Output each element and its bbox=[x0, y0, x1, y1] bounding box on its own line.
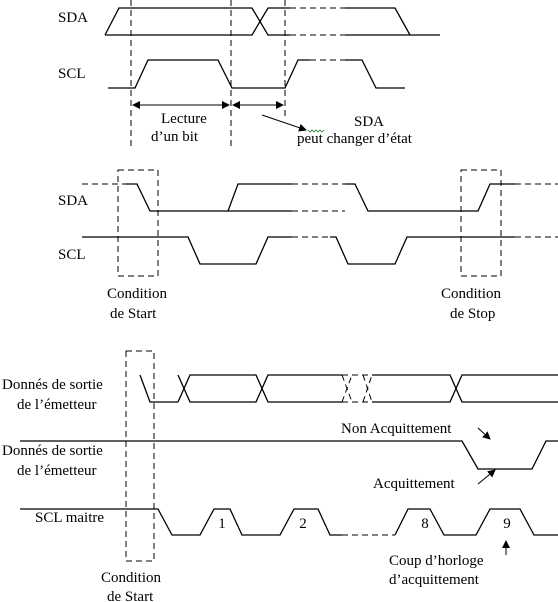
lecture-label-line2: d’un bit bbox=[151, 129, 199, 145]
receiver-label-line2: de l’émetteur bbox=[17, 463, 97, 479]
stop-label-line1: Condition bbox=[441, 286, 502, 302]
clock-number-2: 2 bbox=[299, 516, 307, 532]
change-pointer-arrow bbox=[261, 114, 307, 132]
ack-label: Acquittement bbox=[373, 476, 455, 492]
emitter-bus-high bbox=[177, 374, 342, 403]
clock-number-1: 1 bbox=[218, 516, 226, 532]
start-condition-box bbox=[117, 169, 159, 277]
start-label-line1: Condition bbox=[101, 570, 162, 586]
clock-number-8: 8 bbox=[421, 516, 429, 532]
emitter-bus-low bbox=[177, 374, 342, 403]
spellcheck-underline bbox=[307, 129, 325, 133]
emitter-label-line2: de l’émetteur bbox=[17, 397, 97, 413]
non-ack-label: Non Acquittement bbox=[341, 421, 452, 437]
receiver-wave bbox=[20, 440, 558, 470]
stop-condition-box bbox=[460, 169, 502, 277]
emitter-wave-start bbox=[139, 374, 178, 403]
ack-clock-label-line2: d’acquittement bbox=[389, 572, 480, 588]
emitter-dashed-cross-d bbox=[362, 374, 373, 403]
emitter-dashed-cross-b bbox=[341, 374, 353, 403]
scl-wave bbox=[82, 236, 292, 265]
sda-end-high bbox=[345, 7, 411, 36]
diagram-acknowledge: Donnés de sortie de l’émetteur Donnés de… bbox=[2, 350, 558, 602]
sda-label: SDA bbox=[58, 10, 88, 26]
emitter-bus-low-2 bbox=[372, 374, 558, 403]
diagram-start-stop: SDA SCL Condition de Start Condition de … bbox=[58, 169, 558, 322]
ack-pointer bbox=[477, 469, 496, 485]
scl-master-wave bbox=[20, 508, 342, 536]
scl-wave-end bbox=[345, 59, 405, 89]
sda-wave bbox=[125, 183, 292, 212]
emitter-bus-high-2 bbox=[372, 374, 558, 403]
scl-master-label: SCL maitre bbox=[35, 510, 104, 526]
sda-low-line bbox=[105, 7, 290, 36]
change-label-line1: SDA bbox=[354, 114, 384, 130]
diagram-bit-read: SDA SCL Lecture d’un bit SDA peut change… bbox=[58, 0, 440, 148]
stop-label-line2: de Stop bbox=[450, 306, 495, 322]
non-ack-pointer bbox=[477, 427, 491, 440]
ack-clock-label-line1: Coup d’horloge bbox=[389, 553, 484, 569]
start-label-line2: de Start bbox=[110, 306, 157, 322]
sda-wave-mid bbox=[345, 183, 515, 212]
change-label-line2: peut changer d’état bbox=[297, 131, 413, 147]
clock-number-9: 9 bbox=[503, 516, 511, 532]
lecture-label-line1: Lecture bbox=[161, 111, 207, 127]
scl-label: SCL bbox=[58, 247, 86, 263]
start-label-line2: de Start bbox=[107, 589, 154, 602]
emitter-label-line1: Donnés de sortie bbox=[2, 377, 103, 393]
scl-wave-mid bbox=[330, 236, 515, 265]
sda-high-line bbox=[104, 7, 290, 36]
start-condition-box bbox=[125, 350, 155, 562]
start-label-line1: Condition bbox=[107, 286, 168, 302]
sda-label: SDA bbox=[58, 193, 88, 209]
receiver-label-line1: Donnés de sortie bbox=[2, 443, 103, 459]
scl-wave bbox=[108, 59, 310, 89]
scl-label: SCL bbox=[58, 66, 86, 82]
scl-master-wave-end bbox=[394, 508, 558, 536]
clock-number-labels: 1 2 8 9 bbox=[218, 516, 511, 532]
